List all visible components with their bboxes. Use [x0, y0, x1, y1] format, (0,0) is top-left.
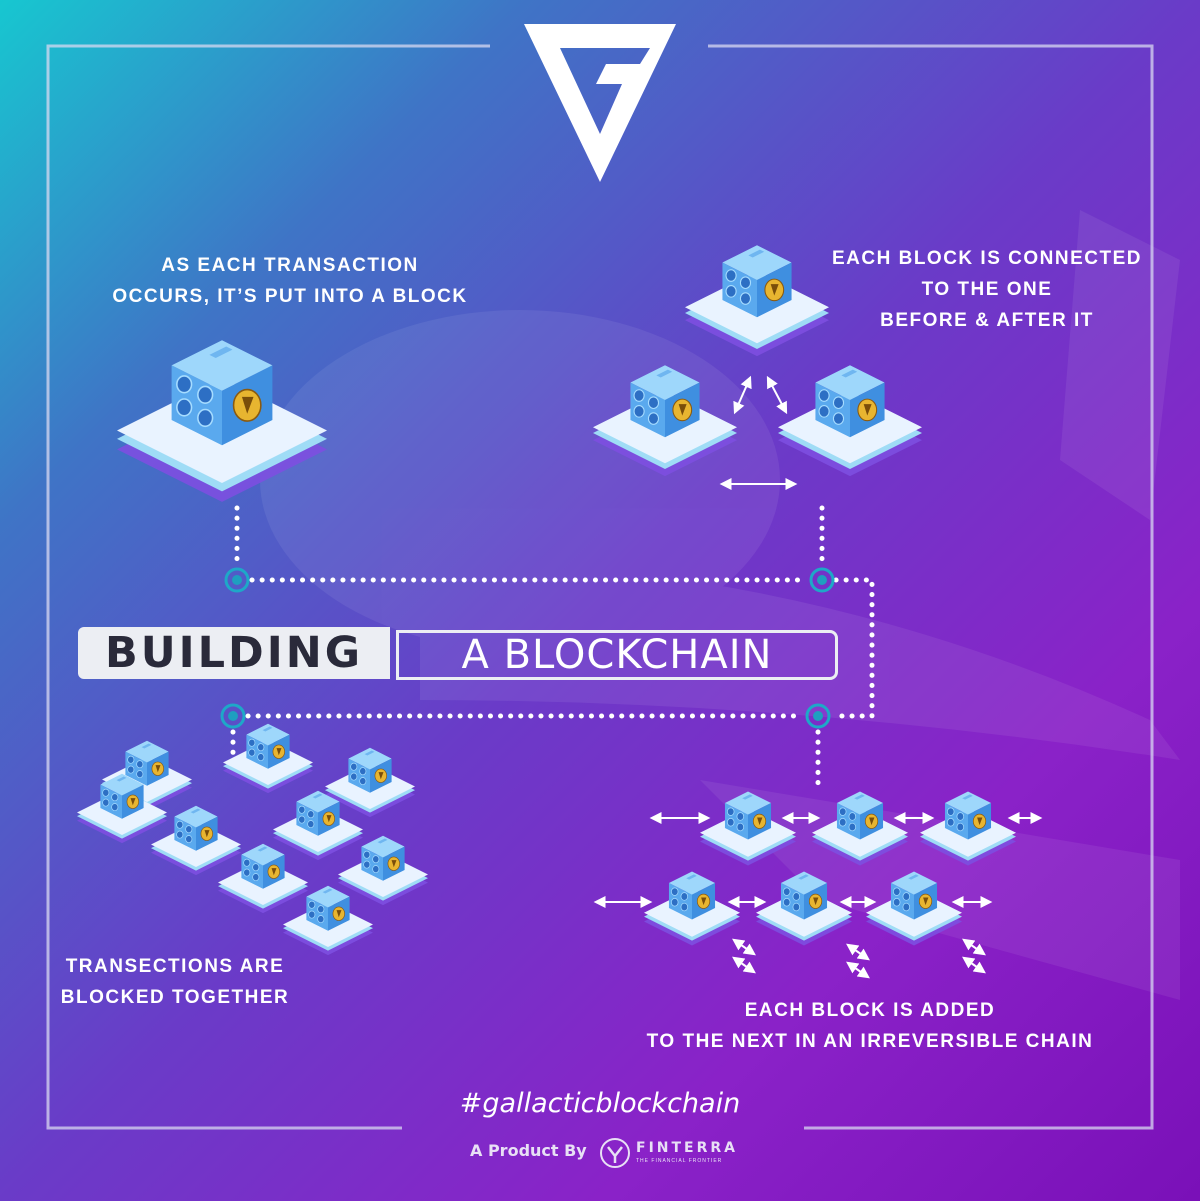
- blockchain-block-icon: [866, 871, 962, 946]
- double-arrow-icon: [733, 375, 752, 415]
- blockchain-block-icon: [218, 843, 308, 914]
- blockchain-block-icon: [273, 790, 363, 861]
- coin-icon: [752, 813, 767, 829]
- caption-line: TO THE ONE: [921, 279, 1053, 300]
- blockchain-block-icon: [77, 773, 167, 844]
- caption-bottom-left: TRANSECTIONS ARE BLOCKED TOGETHER: [40, 951, 310, 1013]
- coin-icon: [322, 811, 335, 826]
- double-arrow-icon: [846, 961, 870, 979]
- brand-tagline: THE FINANCIAL FRONTIER: [636, 1158, 723, 1164]
- blockchain-block-icon: [223, 723, 313, 794]
- blockchain-block-icon: [283, 885, 373, 956]
- blockchain-block-icon: [151, 805, 241, 876]
- blockchain-block-icon: [338, 835, 428, 906]
- blockchain-block-icon: [644, 871, 740, 946]
- blockchain-block-icon: [685, 245, 829, 357]
- brand-name: FINTERRA: [636, 1140, 738, 1156]
- blockchain-block-icon: [593, 365, 737, 477]
- blockchain-block-icon: [920, 791, 1016, 866]
- coin-icon: [696, 893, 711, 909]
- caption-top-left: AS EACH TRANSACTION OCCURS, IT’S PUT INT…: [110, 250, 470, 312]
- double-arrow-icon: [962, 956, 986, 974]
- caption-bottom-right: EACH BLOCK IS ADDED TO THE NEXT IN AN IR…: [620, 995, 1120, 1057]
- blockchain-block-icon: [756, 871, 852, 946]
- caption-line: OCCURS, IT’S PUT INTO A BLOCK: [112, 286, 468, 307]
- coin-icon: [387, 856, 400, 871]
- caption-line: TO THE NEXT IN AN IRREVERSIBLE CHAIN: [646, 1031, 1094, 1052]
- caption-line: BLOCKED TOGETHER: [60, 987, 290, 1008]
- caption-line: TRANSECTIONS ARE: [65, 956, 285, 977]
- coin-icon: [808, 893, 823, 909]
- caption-top-right: EACH BLOCK IS CONNECTED TO THE ONE BEFOR…: [812, 243, 1162, 336]
- double-arrow-icon: [766, 375, 788, 415]
- coin-icon: [857, 398, 878, 422]
- caption-line: AS EACH TRANSACTION: [161, 255, 419, 276]
- coin-icon: [972, 813, 987, 829]
- double-arrow-icon: [846, 943, 870, 961]
- coin-icon: [672, 398, 693, 422]
- caption-line: EACH BLOCK IS CONNECTED: [831, 248, 1142, 269]
- finterra-logo-icon: [600, 1138, 630, 1168]
- coin-icon: [126, 794, 139, 809]
- blockchain-block-icon: [102, 740, 192, 811]
- coin-icon: [332, 906, 345, 921]
- blockchain-block-icon: [778, 365, 922, 477]
- title-bold: BUILDING: [78, 627, 390, 679]
- title-banner: BUILDING A BLOCKCHAIN: [78, 627, 838, 680]
- caption-line: BEFORE & AFTER IT: [880, 310, 1094, 331]
- coin-icon: [764, 278, 785, 302]
- coin-icon: [918, 893, 933, 909]
- coin-icon: [374, 768, 387, 783]
- double-arrow-icon: [732, 956, 756, 974]
- title-light: A BLOCKCHAIN: [396, 630, 838, 680]
- coin-icon: [272, 744, 285, 759]
- hashtag: #gallacticblockchain: [459, 1088, 741, 1119]
- blockchain-block-icon: [700, 791, 796, 866]
- blockchain-block-icon: [325, 747, 415, 818]
- coin-icon: [267, 864, 280, 879]
- double-arrow-icon: [732, 938, 756, 956]
- product-label: A Product By: [470, 1141, 587, 1160]
- double-arrow-icon: [962, 938, 986, 956]
- caption-line: EACH BLOCK IS ADDED: [744, 1000, 996, 1021]
- coin-icon: [200, 826, 213, 841]
- coin-icon: [864, 813, 879, 829]
- blockchain-block-icon: [812, 791, 908, 866]
- coin-icon: [232, 388, 262, 422]
- connector-node: [220, 567, 835, 729]
- coin-icon: [151, 761, 164, 776]
